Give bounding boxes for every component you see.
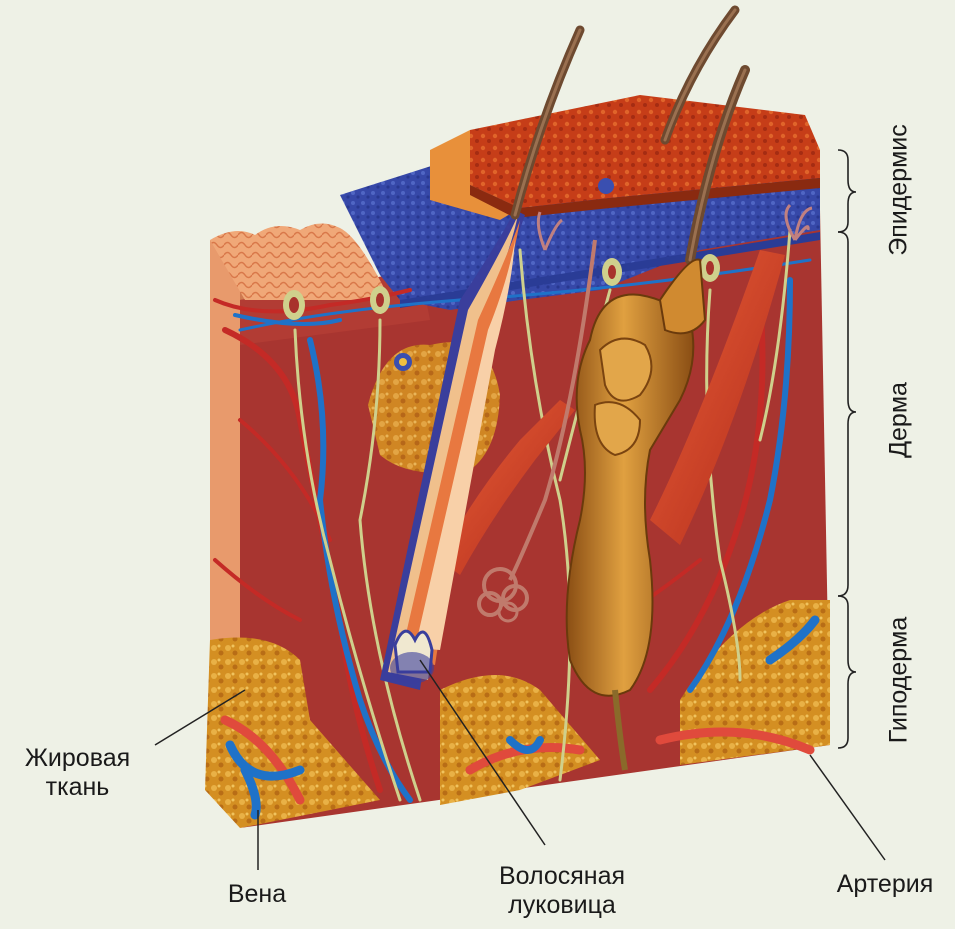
label-epidermis: Эпидермис: [885, 124, 914, 256]
label-hypodermis: Гиподерма: [885, 617, 914, 743]
label-fat-tissue-line2: ткань: [5, 773, 150, 802]
label-fat-tissue-line1: Жировая: [5, 744, 150, 773]
hair-bulb: [390, 652, 434, 684]
label-hair-bulb: Волосяная луковица: [477, 862, 647, 920]
layer-braces: [838, 150, 856, 748]
label-dermis: Дерма: [885, 382, 914, 458]
label-fat-tissue: Жировая ткань: [5, 744, 150, 802]
label-vein: Вена: [212, 880, 302, 909]
label-hair-bulb-line2: луковица: [477, 891, 647, 920]
label-hair-bulb-line1: Волосяная: [477, 862, 647, 891]
label-artery: Артерия: [820, 870, 950, 899]
